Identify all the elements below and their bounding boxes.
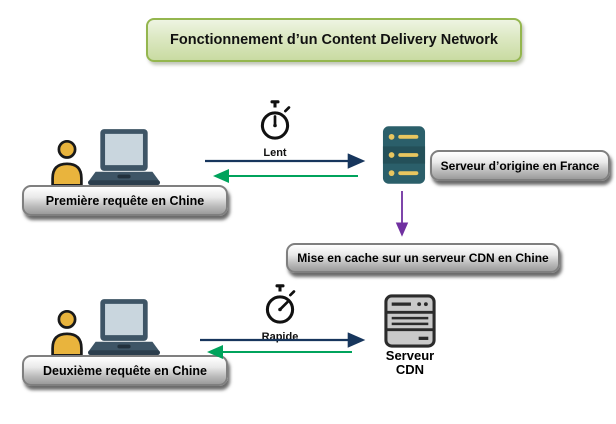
cdn-server-label-line1: Serveur	[385, 348, 435, 363]
diagram-title: Fonctionnement d’un Content Delivery Net…	[146, 18, 522, 62]
stopwatch-icon	[260, 100, 291, 140]
cdn-server-icon	[384, 294, 436, 348]
stopwatch-icon	[265, 284, 296, 324]
origin-server-label: Serveur d’origine en France	[430, 150, 610, 181]
laptop-icon	[88, 129, 160, 186]
slow-label: Lent	[263, 147, 287, 159]
cache-step-label: Mise en cache sur un serveur CDN en Chin…	[286, 243, 560, 273]
cdn-server-label: Serveur CDN	[368, 349, 452, 377]
user-icon	[51, 139, 83, 187]
second-request-label: Deuxième requête en Chine	[22, 355, 228, 386]
origin-server-icon	[382, 126, 426, 184]
fast-timer-group: Rapide	[250, 284, 310, 343]
cdn-server-label-line2: CDN	[395, 362, 425, 377]
user-icon	[51, 309, 83, 357]
fast-label: Rapide	[261, 331, 299, 343]
slow-timer-group: Lent	[245, 100, 305, 159]
first-request-label: Première requête en Chine	[22, 185, 228, 216]
laptop-icon	[88, 299, 160, 356]
